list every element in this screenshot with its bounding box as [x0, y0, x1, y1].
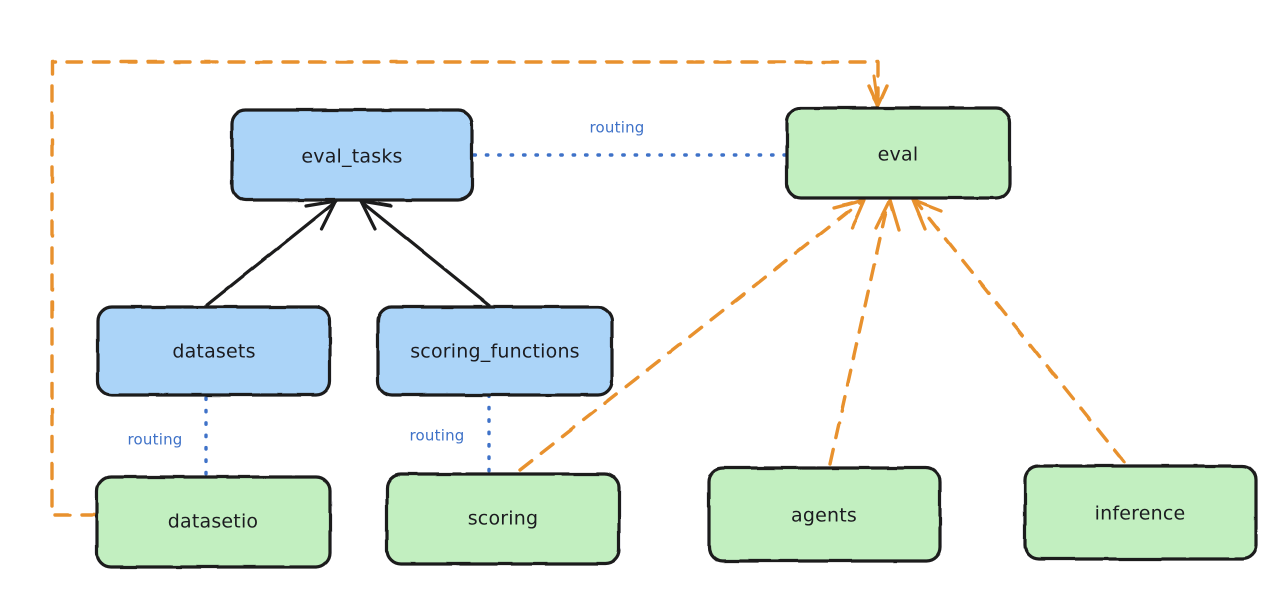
edge-label-routing-datasets-datasetio: routing — [128, 431, 183, 449]
node-eval-shape — [785, 106, 1012, 200]
edge-inference-to-eval — [911, 198, 1126, 464]
node-scoring-shape — [385, 472, 621, 566]
edge-label-routing-scoring-functions-scoring: routing — [410, 427, 465, 445]
edge-datasets-to-eval-tasks — [205, 199, 338, 307]
node-datasets-shape — [96, 305, 332, 397]
node-inference[interactable]: inference — [1023, 464, 1258, 561]
node-eval-tasks[interactable]: eval_tasks — [230, 108, 474, 202]
node-datasetio[interactable]: datasetio — [95, 475, 332, 569]
edge-datasetio-to-eval — [50, 60, 889, 517]
node-inference-label: inference — [1095, 503, 1186, 525]
node-agents[interactable]: agents — [707, 466, 942, 563]
node-eval-tasks-shape — [230, 108, 474, 202]
edge-label-routing-eval-tasks-eval: routing — [590, 119, 645, 137]
node-datasets-label: datasets — [172, 341, 255, 363]
node-datasetio-shape — [95, 475, 332, 569]
node-eval-label: eval — [878, 144, 919, 166]
node-scoring-functions-shape — [376, 305, 614, 397]
node-eval[interactable]: eval — [785, 106, 1012, 200]
edge-scoring-functions-to-eval-tasks — [359, 199, 491, 307]
node-scoring-functions[interactable]: scoring_functions — [376, 305, 614, 397]
node-scoring-label: scoring — [468, 508, 539, 530]
node-eval-tasks-label: eval_tasks — [301, 146, 402, 168]
node-agents-shape — [707, 466, 942, 563]
edge-scoring-to-eval — [518, 198, 866, 472]
node-scoring[interactable]: scoring — [385, 472, 621, 566]
node-agents-label: agents — [791, 505, 857, 527]
node-inference-shape — [1023, 464, 1258, 561]
node-scoring-functions-label: scoring_functions — [410, 341, 580, 363]
node-datasetio-label: datasetio — [168, 511, 259, 533]
edge-agents-to-eval — [828, 198, 901, 466]
node-datasets[interactable]: datasets — [96, 305, 332, 397]
